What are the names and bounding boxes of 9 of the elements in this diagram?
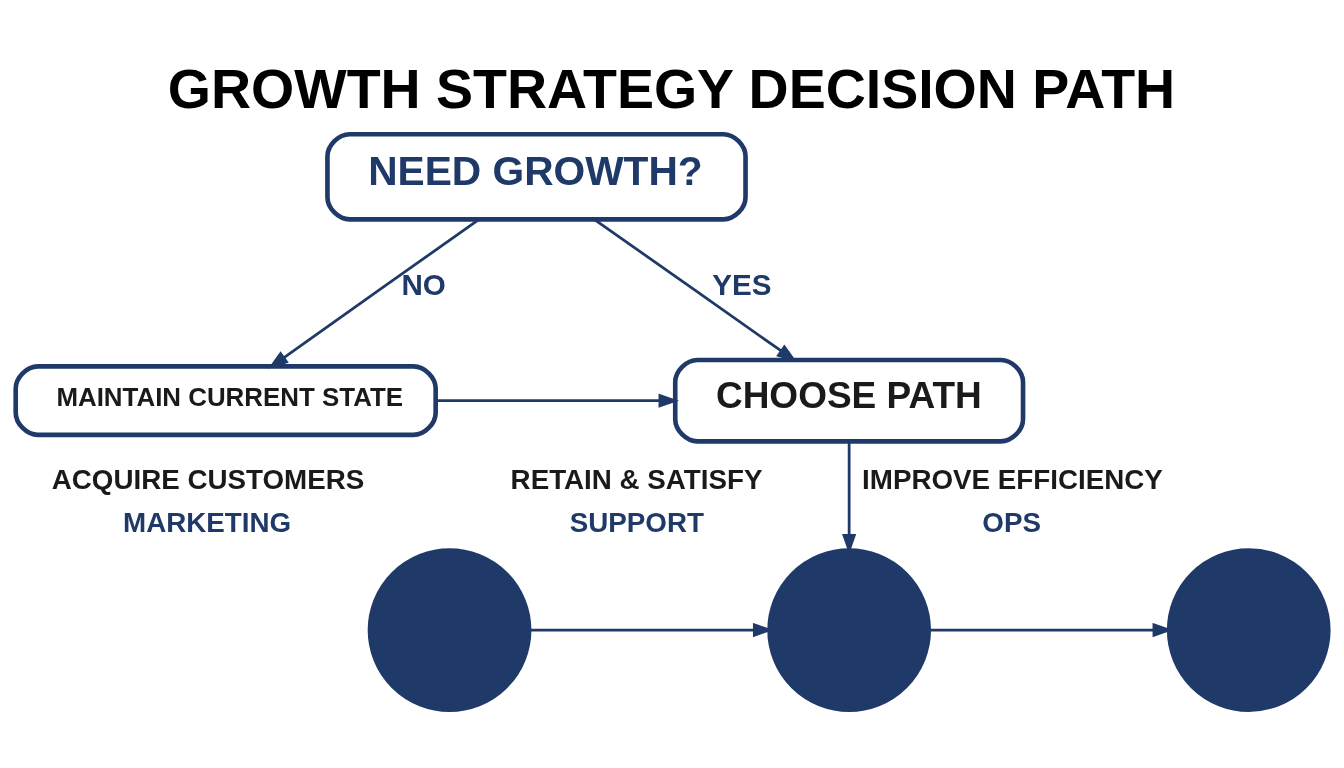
edge-label: YES [712, 267, 772, 301]
node-label: OPS [982, 507, 1041, 538]
node-label: RETAIN & SATISFY [510, 464, 763, 496]
node-label: IMPROVE EFFICIENCY [862, 464, 1163, 496]
node-label: SUPPORT [569, 507, 704, 538]
diagram-title: GROWTH STRATEGY DECISION PATH [167, 58, 1176, 121]
node-label: MARKETING [123, 507, 292, 538]
node-label: ACQUIRE CUSTOMERS [51, 464, 365, 496]
edge-label: NO [401, 267, 446, 301]
